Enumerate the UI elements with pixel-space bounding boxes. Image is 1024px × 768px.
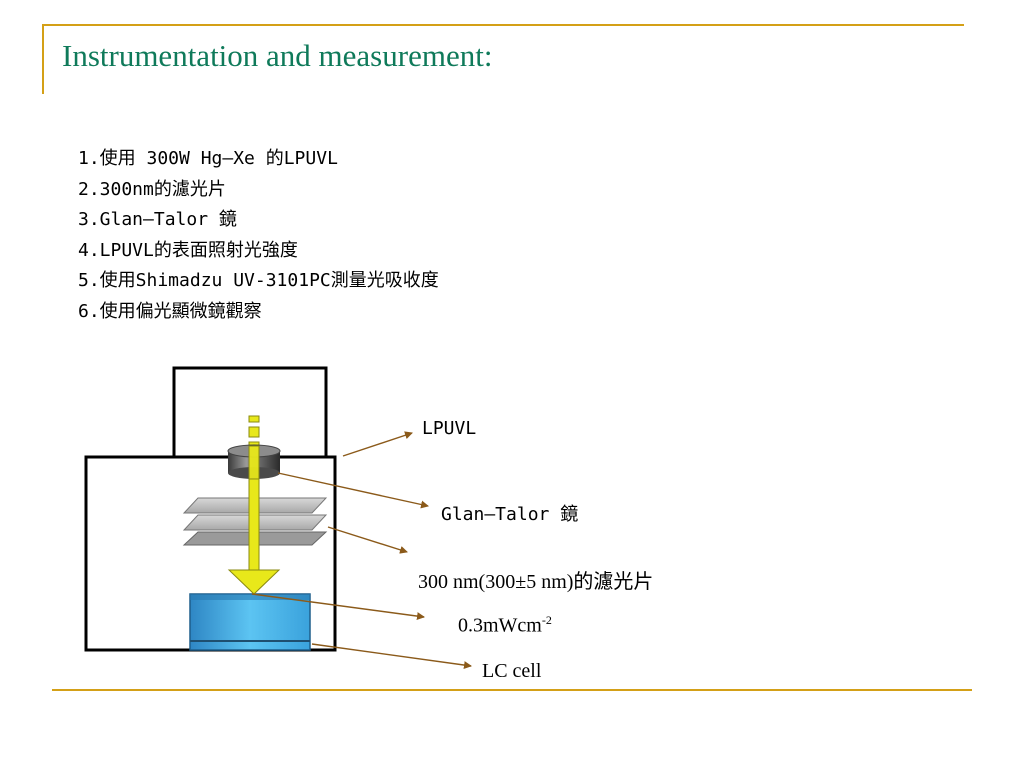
arrow-polarizer (277, 472, 429, 509)
lc-cell-block (189, 593, 311, 651)
left-rule (42, 24, 44, 94)
step-1: 1.使用 300W Hg–Xe 的LPUVL (78, 148, 338, 169)
top-rule (42, 24, 964, 26)
label-intensity-base: 0.3mWcm (458, 614, 542, 637)
label-intensity-exponent: -2 (541, 613, 552, 627)
step-2: 2.300nm的濾光片 (78, 178, 226, 200)
step-3: 3.Glan–Talor 鏡 (78, 209, 237, 230)
arrow-filter (327, 526, 408, 554)
polarizer-cylinder (227, 444, 281, 480)
step-4: 4.LPUVL的表面照射光強度 (78, 239, 298, 261)
arrow-lc-cell (311, 643, 472, 670)
arrow-lpuvl (342, 431, 413, 457)
arrow-intensity (251, 593, 425, 621)
label-polarizer: Glan–Talor 鏡 (441, 504, 579, 525)
label-intensity: 0.3mWcm-2 (458, 613, 552, 638)
bottom-rule (52, 689, 972, 691)
step-list: 1.使用 300W Hg–Xe 的LPUVL 2.300nm的濾光片 3.Gla… (78, 144, 439, 327)
label-filter: 300 nm(300±5 nm)的濾光片 (418, 571, 654, 593)
label-lc-cell: LC cell (482, 660, 542, 682)
step-6: 6.使用偏光顯微鏡觀察 (78, 300, 262, 322)
step-5: 5.使用Shimadzu UV-3101PC測量光吸收度 (78, 270, 439, 291)
uv-beam (227, 415, 281, 595)
slide-title: Instrumentation and measurement: (62, 38, 493, 73)
label-lpuvl: LPUVL (422, 418, 477, 439)
callout-arrows (251, 431, 472, 670)
